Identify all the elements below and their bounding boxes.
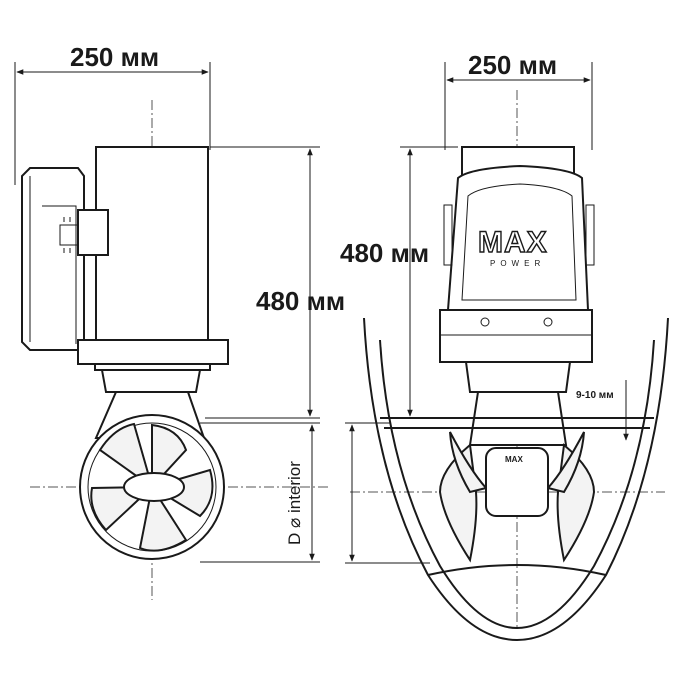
propeller-hub <box>123 472 185 502</box>
gearbox-logo: MAX <box>505 455 523 464</box>
front-collar <box>464 361 572 393</box>
front-gearbox <box>485 447 549 517</box>
hull-thickness-label: 9-10 мм <box>576 390 614 401</box>
shaft-collar <box>100 369 202 393</box>
tunnel-diameter-label: D ⌀ interior <box>285 461 304 545</box>
connector-plug <box>59 224 79 246</box>
tunnel-bottom <box>427 564 607 576</box>
front-base-plate <box>439 309 593 363</box>
connector-pins <box>63 217 71 253</box>
front-width-label: 250 мм <box>468 50 557 80</box>
front-screw-left <box>480 317 490 327</box>
side-view: 250 мм 480 мм <box>14 42 345 600</box>
front-cover <box>446 164 590 311</box>
front-cover-inner <box>461 183 577 301</box>
front-propellers <box>438 431 596 563</box>
hull-inner <box>379 339 655 630</box>
side-width-label: 250 мм <box>70 42 159 72</box>
control-box <box>21 167 85 351</box>
hull-outer <box>363 317 669 642</box>
brand-subtitle: POWER <box>490 259 545 268</box>
front-side-tab-right <box>585 204 595 266</box>
control-box-inner-edge <box>29 176 77 344</box>
side-height-label: 480 мм <box>256 286 345 316</box>
connector-housing <box>77 209 109 256</box>
front-view: 250 мм 480 мм MAX POWER 9-10 мм <box>340 50 669 642</box>
front-side-tab-left <box>443 204 453 266</box>
motor-cylinder <box>95 146 209 341</box>
front-height-label: 480 мм <box>340 238 429 268</box>
mounting-flange <box>77 339 229 365</box>
brand-logo: MAX <box>478 226 548 259</box>
front-screw-right <box>543 317 553 327</box>
